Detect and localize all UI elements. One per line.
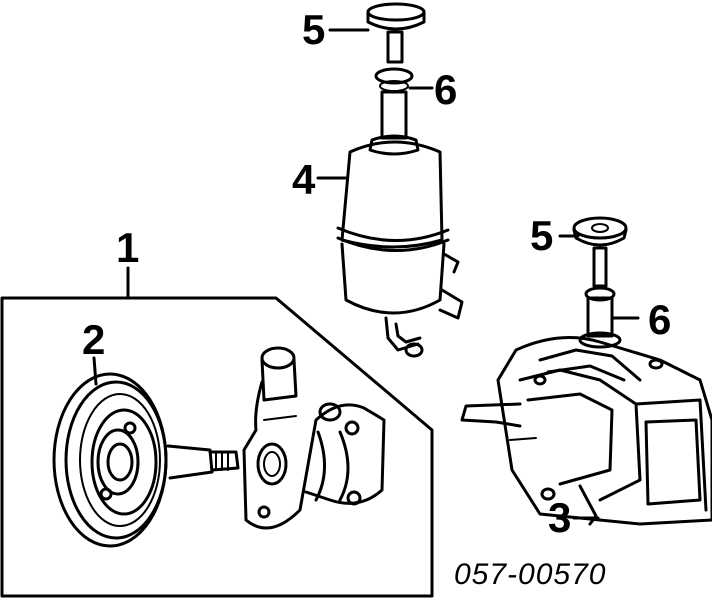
callout-reservoir-lower: 3	[548, 494, 571, 541]
upper-cap[interactable]	[366, 2, 426, 64]
pump-assembly	[0, 266, 434, 598]
upper-reservoir-group	[316, 2, 464, 358]
pulley[interactable]	[52, 372, 240, 548]
upper-gasket[interactable]	[374, 67, 414, 140]
callout-pulley: 2	[82, 316, 105, 363]
pump-body[interactable]	[242, 346, 386, 530]
lower-cap[interactable]	[572, 216, 628, 288]
leader-pulley	[92, 356, 98, 386]
callout-gasket-upper: 6	[434, 66, 457, 113]
callout-assembly: 1	[116, 224, 139, 271]
assembly-frame	[0, 296, 434, 598]
callout-gasket-lower: 6	[648, 296, 671, 343]
callout-cap-upper: 5	[302, 6, 325, 53]
callout-reservoir-upper: 4	[292, 156, 316, 203]
upper-reservoir[interactable]	[336, 134, 464, 358]
lower-reservoir-group	[460, 216, 712, 526]
part-number: 057-00570	[454, 558, 606, 591]
callout-cap-lower: 5	[530, 212, 553, 259]
lower-reservoir[interactable]	[460, 336, 712, 526]
